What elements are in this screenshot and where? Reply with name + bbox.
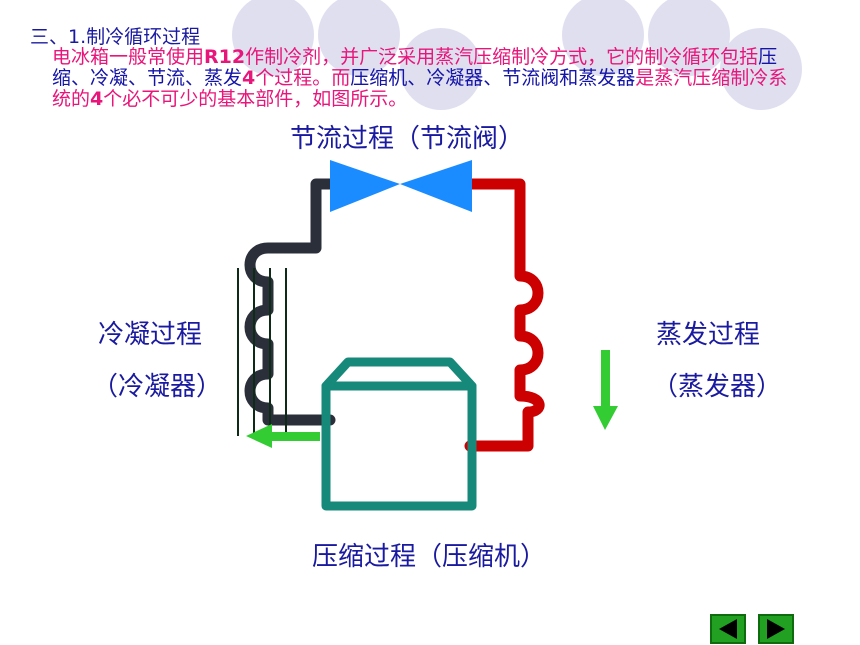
condenser-fins: [237, 268, 287, 436]
prev-slide-button[interactable]: [710, 614, 746, 644]
flow-arrow-down: [593, 350, 618, 430]
intro-paragraph: 电冰箱一般常使用R12作制冷剂，并广泛采用蒸汽压缩制冷方式，它的制冷循环包括压缩…: [52, 47, 792, 110]
paragraph-run: 是蒸汽压缩制冷系统的: [52, 67, 788, 110]
decor-circle: [648, 0, 730, 76]
throttle-valve-icon: [400, 160, 472, 212]
paragraph-run: R12: [204, 46, 246, 68]
decor-circle: [232, 0, 314, 76]
evaporator-pipe: [464, 178, 545, 452]
left-arrow-icon: [719, 619, 737, 639]
flow-arrow-left: [246, 424, 320, 448]
decor-circle: [400, 28, 482, 110]
compress-label: 压缩过程（压缩机）: [312, 542, 547, 572]
paragraph-run: 压缩、冷凝、节流、蒸发: [52, 46, 778, 89]
condenser-label: （冷凝器）: [92, 372, 223, 402]
throttle-label: 节流过程（节流阀）: [290, 124, 525, 154]
evaporate-label: 蒸发过程: [656, 320, 761, 350]
paragraph-run: 压缩机、冷凝器、节流阀和蒸发器: [350, 67, 636, 89]
paragraph-run: 作制冷剂，并广泛采用蒸汽压缩制冷方式，它的制冷循环包括: [245, 46, 759, 68]
paragraph-run: 个必不可少的基本部件，如图所示。: [103, 88, 408, 110]
paragraph-run: 个过程。而: [255, 67, 351, 89]
condense-label: 冷凝过程: [98, 320, 203, 350]
paragraph-run: 电冰箱一般常使用: [52, 46, 205, 68]
next-slide-button[interactable]: [758, 614, 794, 644]
decor-circle: [562, 0, 644, 76]
evaporator-label: （蒸发器）: [652, 372, 783, 402]
compressor-icon: [321, 357, 477, 511]
decor-circle: [318, 0, 400, 76]
decor-circle: [720, 28, 802, 110]
throttle-valve-icon: [330, 160, 400, 212]
slide-title: 三、1.制冷循环过程: [30, 26, 201, 48]
condenser-pipe: [244, 178, 346, 426]
paragraph-run: 4: [90, 88, 104, 110]
right-arrow-icon: [767, 619, 785, 639]
paragraph-run: 4: [242, 67, 256, 89]
